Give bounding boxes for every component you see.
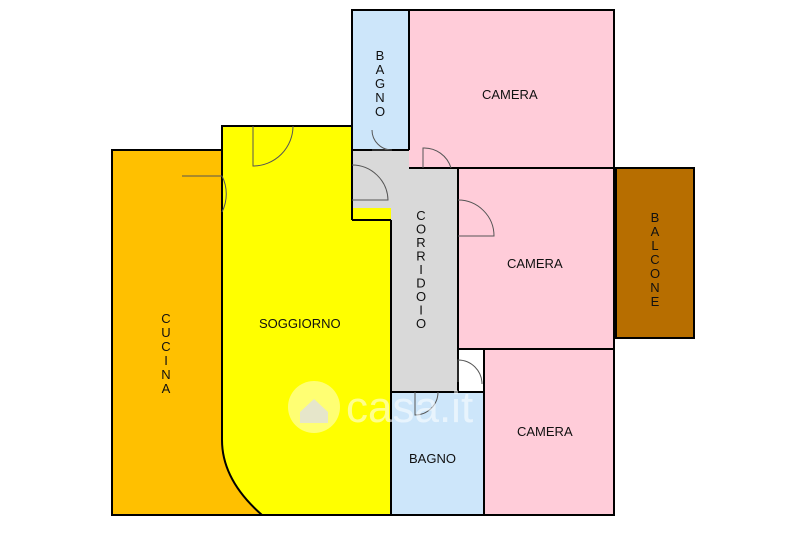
room-bagno-top (352, 10, 409, 150)
room-camera-middle (458, 168, 614, 349)
label-camera-bottom: CAMERA (517, 424, 573, 439)
room-cucina (112, 150, 262, 515)
house-icon (300, 399, 328, 423)
label-camera-middle: CAMERA (507, 256, 563, 271)
room-camera-top (409, 10, 614, 168)
door-swings (182, 125, 495, 416)
watermark: casa.it (288, 381, 473, 433)
room-camera-bottom (484, 349, 614, 515)
watermark-text: casa.it (346, 383, 473, 432)
walls (111, 9, 695, 516)
room-bagno-bottom (391, 392, 484, 515)
label-soggiorno: SOGGIORNO (259, 316, 341, 331)
room-soggiorno (222, 126, 391, 515)
label-bagno-bottom: BAGNO (409, 451, 456, 466)
room-balcone (616, 168, 694, 338)
label-camera-top: CAMERA (482, 87, 538, 102)
